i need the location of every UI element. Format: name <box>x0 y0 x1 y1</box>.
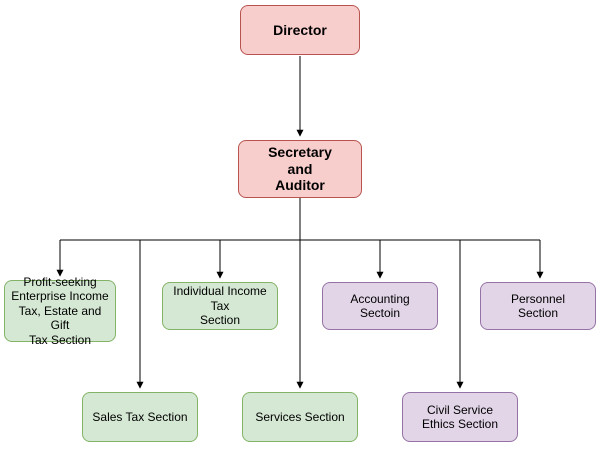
node-sales-label: Sales Tax Section <box>92 409 188 424</box>
node-secretary-and-auditor[interactable]: Secretary and Auditor <box>238 140 362 198</box>
node-services-label: Services Section <box>255 409 345 424</box>
node-personnel-section[interactable]: Personnel Section <box>480 282 596 330</box>
node-individual-income-tax-section[interactable]: Individual Income Tax Section <box>162 282 278 330</box>
node-accounting-section[interactable]: Accounting Sectoin <box>322 282 438 330</box>
node-civil-service-ethics-section[interactable]: Civil Service Ethics Section <box>402 392 518 442</box>
node-civil-label: Civil Service Ethics Section <box>421 402 499 431</box>
node-sales-tax-section[interactable]: Sales Tax Section <box>82 392 198 442</box>
node-personnel-label: Personnel Section <box>510 291 566 320</box>
node-services-section[interactable]: Services Section <box>242 392 358 442</box>
node-director-label: Director <box>273 21 327 38</box>
node-individual-label: Individual Income Tax Section <box>173 284 267 328</box>
node-profit-label: Profit-seeking Enterprise Income Tax, Es… <box>11 275 109 347</box>
node-accounting-label: Accounting Sectoin <box>350 291 410 320</box>
node-secretary-label: Secretary and Auditor <box>268 143 332 194</box>
node-director[interactable]: Director <box>240 5 360 55</box>
node-profit-seeking-tax-section[interactable]: Profit-seeking Enterprise Income Tax, Es… <box>4 275 116 347</box>
